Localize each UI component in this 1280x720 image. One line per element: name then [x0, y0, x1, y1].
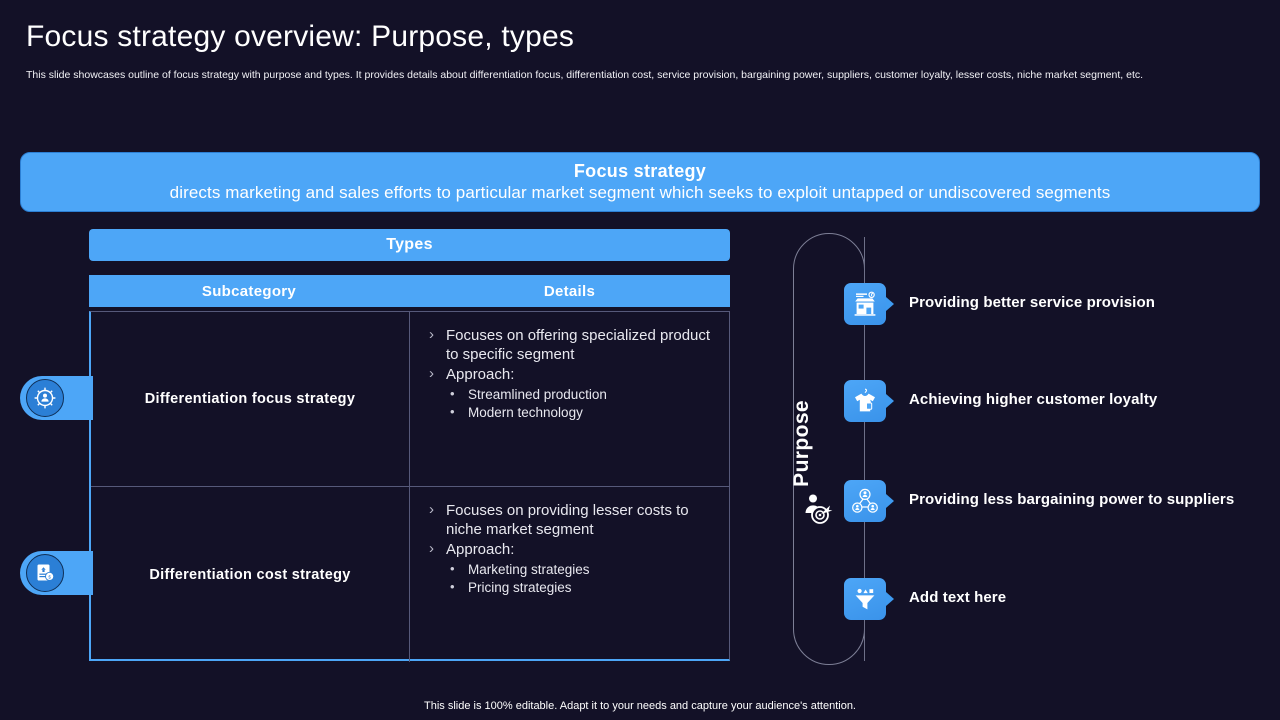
column-header-details: Details [543, 282, 596, 300]
sub-detail-item: Marketing strategies [446, 560, 719, 579]
sub-detail-item: Modern technology [446, 403, 719, 422]
details-list: Focuses on offering specialized product … [424, 325, 719, 384]
purpose-arrow-icon [886, 494, 894, 508]
purpose-item-label: Achieving higher customer loyalty [909, 391, 1158, 408]
network-people-icon [844, 480, 886, 522]
row-badge-differentiation-focus [20, 376, 93, 420]
purpose-label: Purpose [790, 400, 813, 487]
table-row: Differentiation cost strategy Focuses on… [91, 487, 729, 662]
column-header-subcategory: Subcategory [201, 282, 297, 300]
banner-description: directs marketing and sales efforts to p… [169, 183, 1111, 202]
footer-note: This slide is 100% editable. Adapt it to… [424, 700, 856, 712]
page-title: Focus strategy overview: Purpose, types [26, 20, 575, 53]
svg-text:$: $ [48, 574, 51, 579]
tshirt-tag-icon [844, 380, 886, 422]
cell-details: Focuses on providing lesser costs to nic… [410, 487, 729, 662]
person-target-icon [800, 492, 836, 526]
purpose-arrow-icon [886, 394, 894, 408]
types-table-body: Differentiation focus strategy Focuses o… [89, 311, 730, 662]
sub-detail-item: Streamlined production [446, 385, 719, 404]
storefront-icon [844, 283, 886, 325]
purpose-arrow-icon [886, 592, 894, 606]
sub-details-list: Marketing strategies Pricing strategies [424, 560, 719, 597]
purpose-arrow-icon [886, 297, 894, 311]
purpose-spine-line [864, 237, 865, 661]
types-section-title: Types [89, 229, 730, 261]
purpose-item-label: Add text here [909, 589, 1007, 606]
focus-strategy-banner: Focus strategy directs marketing and sal… [20, 152, 1260, 212]
cost-document-icon: $ [26, 554, 64, 592]
detail-item: Focuses on offering specialized product … [424, 325, 714, 364]
detail-item: Focuses on providing lesser costs to nic… [424, 500, 714, 539]
row-badge-differentiation-cost: $ [20, 551, 93, 595]
cell-details: Focuses on offering specialized product … [410, 312, 729, 486]
cell-subcategory: Differentiation focus strategy [91, 312, 410, 486]
sub-details-list: Streamlined production Modern technology [424, 385, 719, 422]
table-row: Differentiation focus strategy Focuses o… [91, 312, 729, 487]
detail-item: Approach: [424, 364, 714, 384]
table-column-header-row: Subcategory Details [89, 275, 730, 307]
cell-subcategory: Differentiation cost strategy [91, 487, 410, 662]
target-focus-icon [26, 379, 64, 417]
purpose-item-label: Providing less bargaining power to suppl… [909, 491, 1235, 508]
banner-title: Focus strategy [573, 161, 707, 181]
details-list: Focuses on providing lesser costs to nic… [424, 500, 719, 559]
sub-detail-item: Pricing strategies [446, 578, 719, 597]
page-subtitle: This slide showcases outline of focus st… [26, 69, 1144, 81]
funnel-icon [844, 578, 886, 620]
purpose-item-label: Providing better service provision [909, 294, 1155, 311]
detail-item: Approach: [424, 539, 714, 559]
